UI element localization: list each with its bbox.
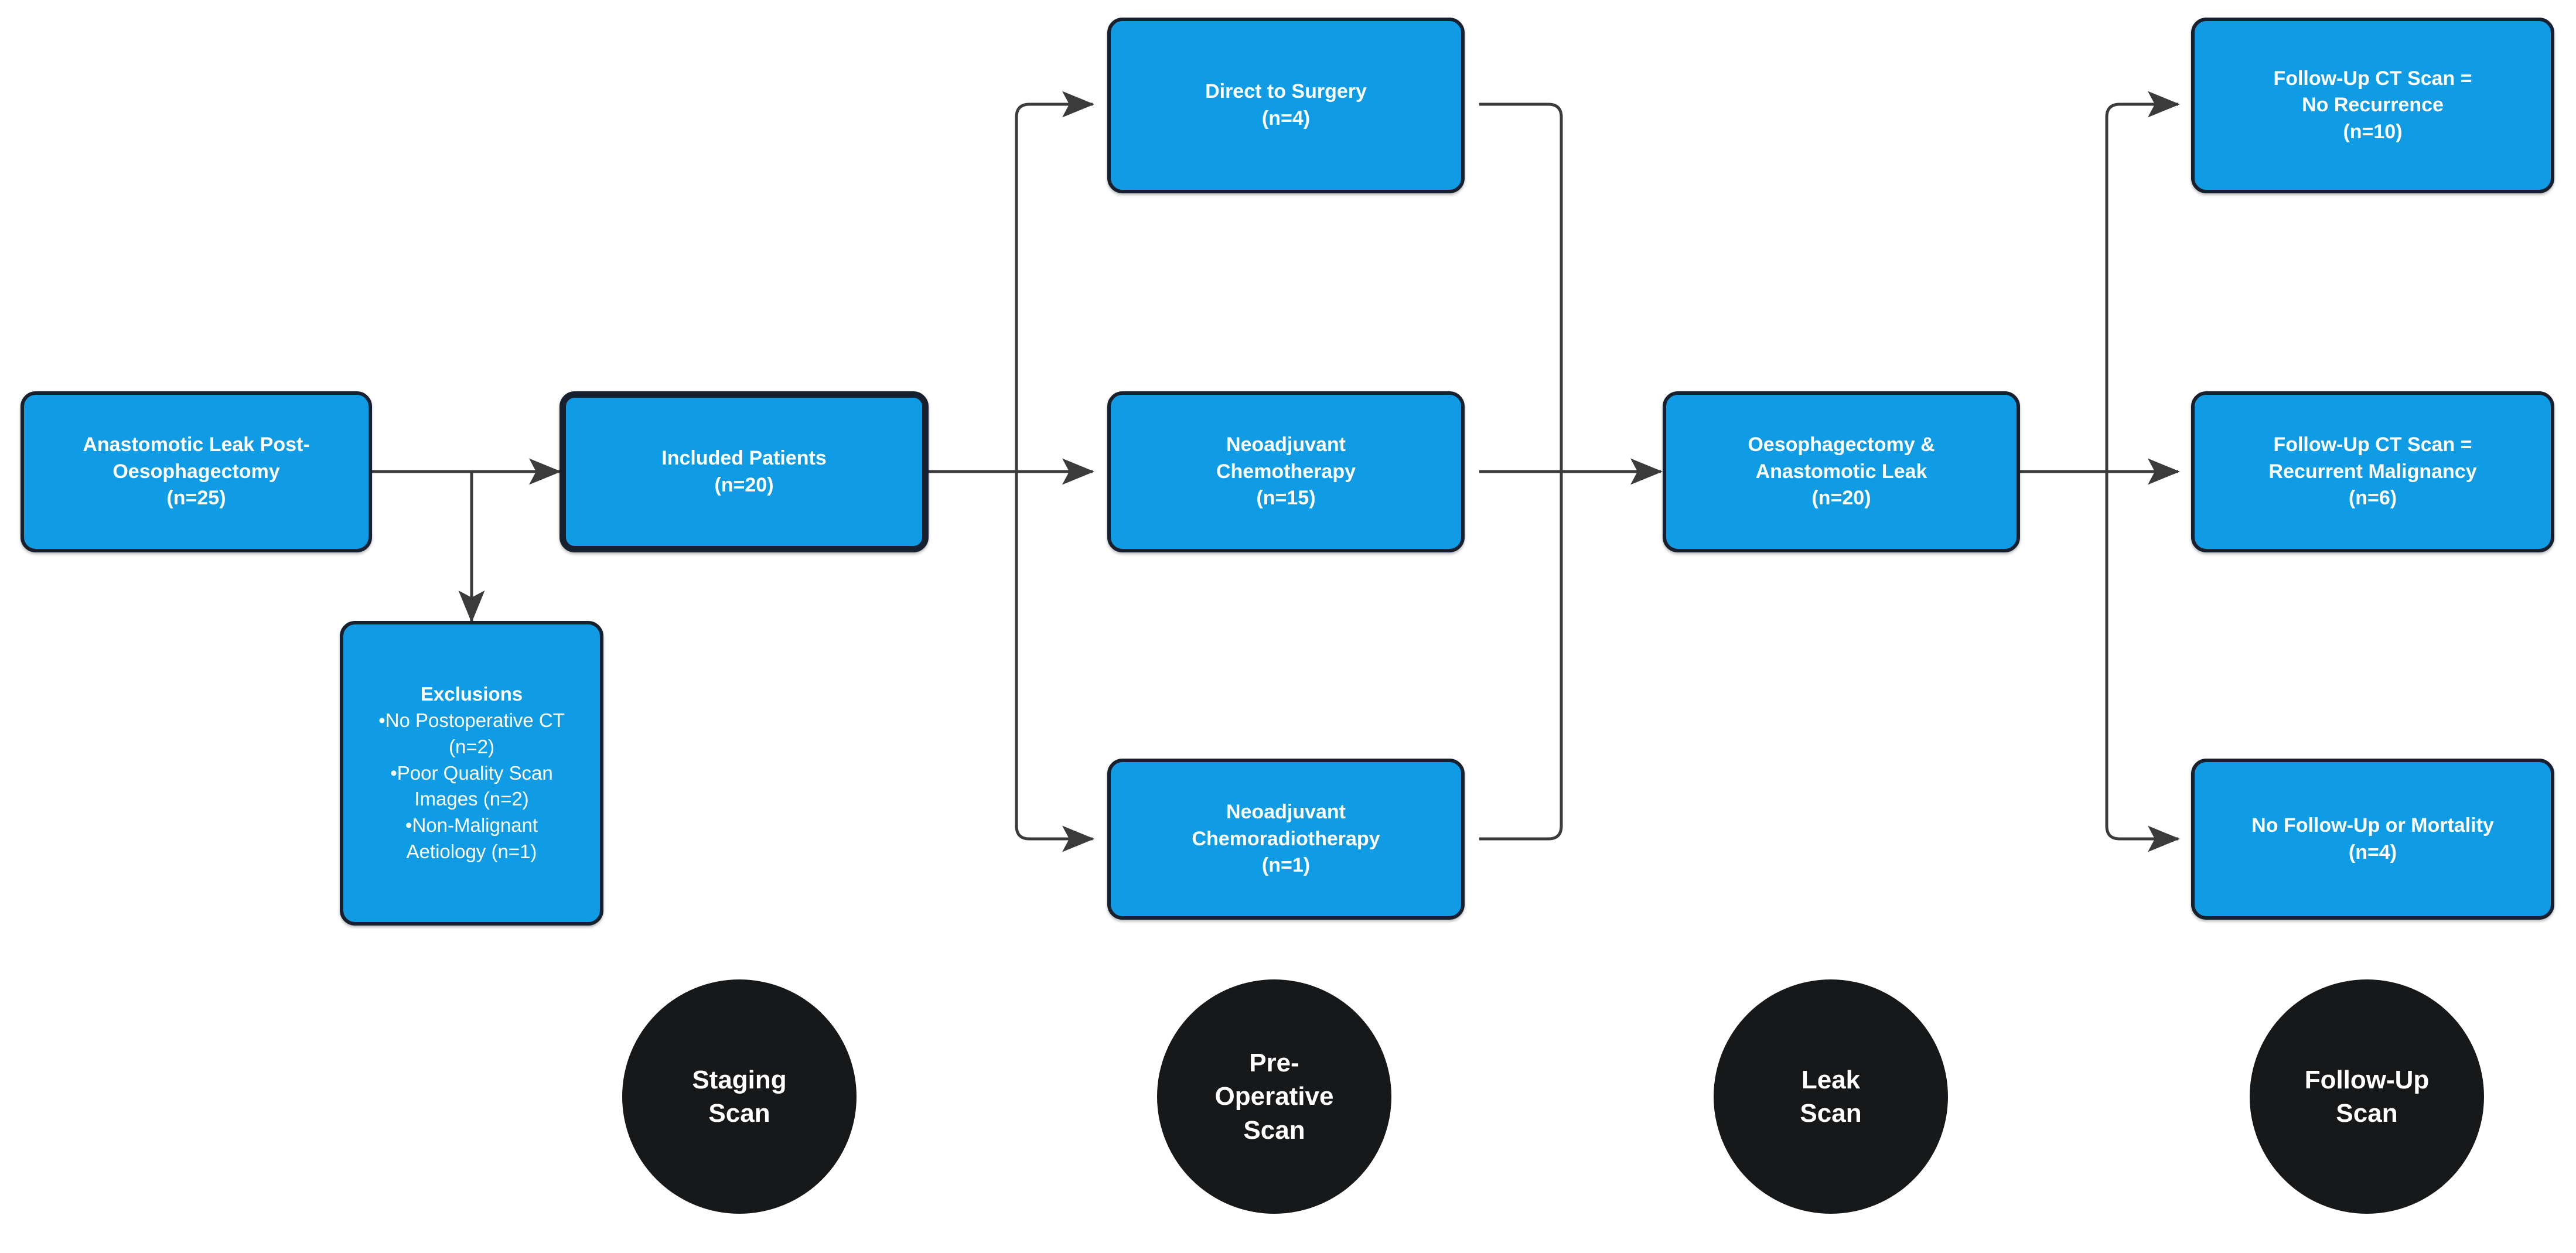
node-count: (n=20) [714, 473, 774, 496]
exclusion-item: •Non-Malignant [405, 814, 538, 837]
node-line: Anastomotic Leak Post- [83, 433, 310, 456]
stage-marker-staging-scan[interactable]: Staging Scan [622, 979, 857, 1214]
node-count: (n=15) [1256, 487, 1316, 510]
node-line: Neoadjuvant [1226, 433, 1346, 456]
node-count: (n=4) [1261, 107, 1311, 129]
stage-label-line: Operative [1214, 1082, 1334, 1111]
node-exclusions[interactable]: Exclusions •No Postoperative CT (n=2) •P… [340, 621, 603, 926]
stage-label-line: Scan [1243, 1115, 1305, 1145]
node-no-follow-up-or-mortality[interactable]: No Follow-Up or Mortality (n=4) [2191, 759, 2554, 920]
node-included-patients[interactable]: Included Patients (n=20) [559, 391, 929, 552]
node-line: Follow-Up CT Scan = [2273, 433, 2472, 456]
node-count: (n=4) [2348, 841, 2397, 863]
node-line: Oesophagectomy [112, 460, 280, 483]
node-count: (n=25) [166, 487, 226, 510]
stage-marker-follow-up-scan[interactable]: Follow-Up Scan [2250, 979, 2484, 1214]
node-anastomotic-leak-post-oesophagectomy[interactable]: Anastomotic Leak Post- Oesophagectomy (n… [21, 391, 372, 552]
exclusion-item-count: Aetiology (n=1) [406, 841, 537, 863]
node-count: (n=10) [2343, 120, 2403, 143]
edge-direct-surgery-to-merge [1479, 103, 1563, 472]
stage-label-line: Follow-Up [2304, 1065, 2430, 1094]
exclusion-item: •Poor Quality Scan [390, 762, 553, 784]
node-neoadjuvant-chemoradiotherapy[interactable]: Neoadjuvant Chemoradiotherapy (n=1) [1107, 759, 1465, 920]
node-line: Neoadjuvant [1226, 801, 1346, 824]
exclusion-item-count: Images (n=2) [414, 788, 529, 810]
node-direct-to-surgery[interactable]: Direct to Surgery (n=4) [1107, 18, 1465, 193]
node-line: Chemotherapy [1216, 460, 1356, 483]
node-line: No Recurrence [2302, 94, 2444, 117]
exclusions-header: Exclusions [420, 682, 523, 705]
node-oesophagectomy-anastomotic-leak[interactable]: Oesophagectomy & Anastomotic Leak (n=20) [1663, 391, 2020, 552]
stage-label-line: Leak [1801, 1065, 1861, 1094]
stage-label-line: Scan [2336, 1099, 2398, 1128]
stage-marker-pre-operative-scan[interactable]: Pre- Operative Scan [1157, 979, 1391, 1214]
node-neoadjuvant-chemotherapy[interactable]: Neoadjuvant Chemotherapy (n=15) [1107, 391, 1465, 552]
stage-marker-leak-scan[interactable]: Leak Scan [1714, 979, 1948, 1214]
node-line: Recurrent Malignancy [2268, 460, 2477, 483]
exclusion-item-count: (n=2) [449, 735, 494, 757]
edge-neoadjuvant-chemoradiotherapy-to-merge [1479, 472, 1563, 841]
stage-label-line: Staging [692, 1065, 787, 1094]
node-count: (n=1) [1261, 854, 1311, 877]
exclusion-item: •No Postoperative CT [378, 709, 565, 731]
edge-oesophagectomy-to-no-followup [2105, 472, 2181, 852]
node-follow-up-ct-recurrent-malignancy[interactable]: Follow-Up CT Scan = Recurrent Malignancy… [2191, 391, 2554, 552]
edge-included-to-direct-surgery [1015, 91, 1095, 472]
node-line: Follow-Up CT Scan = [2273, 67, 2472, 90]
node-follow-up-ct-no-recurrence[interactable]: Follow-Up CT Scan = No Recurrence (n=10) [2191, 18, 2554, 193]
node-line: Anastomotic Leak [1755, 460, 1927, 483]
node-count: (n=6) [2348, 487, 2397, 510]
node-line: Chemoradiotherapy [1192, 827, 1380, 850]
stage-label-line: Scan [708, 1099, 770, 1128]
edge-oesophagectomy-to-no-recurrence [2105, 91, 2181, 472]
stage-label-line: Pre- [1249, 1049, 1299, 1078]
node-line: Included Patients [661, 446, 827, 469]
node-count: (n=20) [1811, 487, 1871, 510]
edge-included-to-neoadjuvant-chemoradiotherapy [1015, 472, 1095, 852]
node-line: Direct to Surgery [1205, 80, 1367, 103]
stage-label-line: Scan [1800, 1099, 1862, 1128]
node-line: No Follow-Up or Mortality [2251, 814, 2494, 837]
node-line: Oesophagectomy & [1748, 433, 1935, 456]
